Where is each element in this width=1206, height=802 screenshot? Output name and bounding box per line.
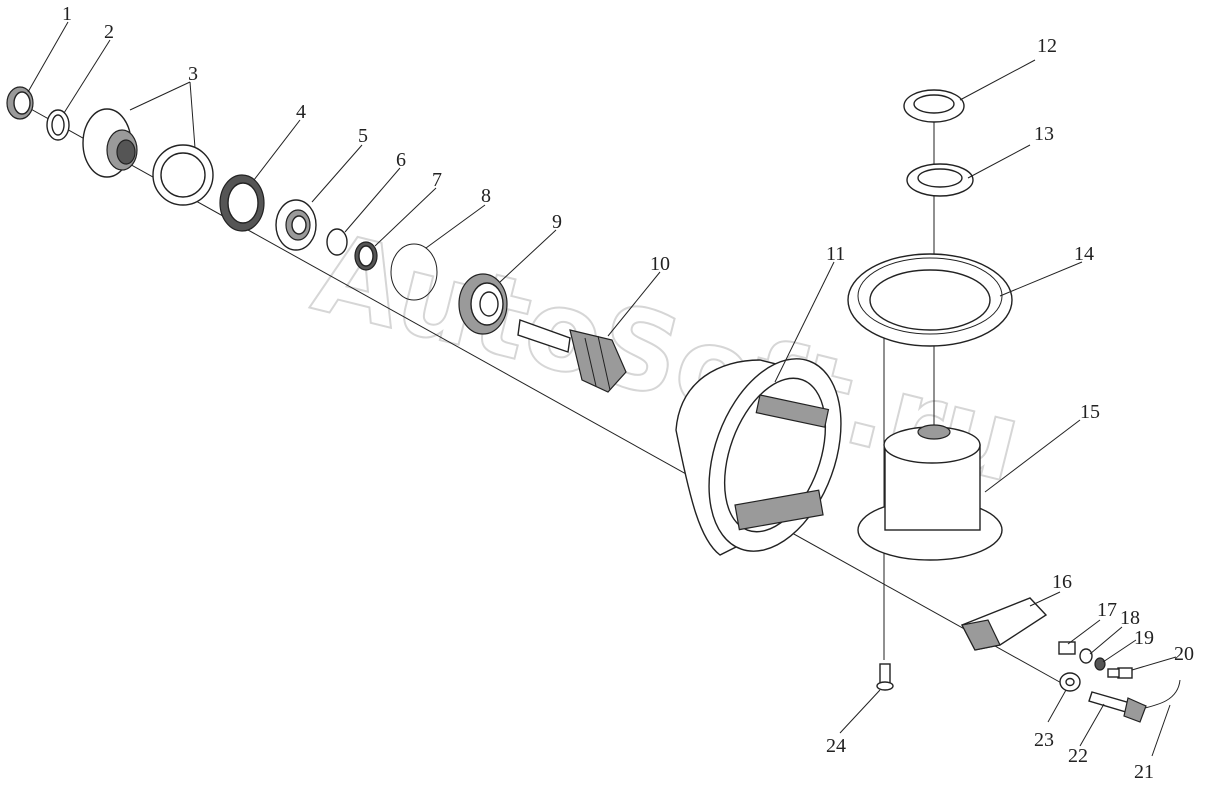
- part-24-screw: [876, 663, 894, 691]
- callout-23: 23: [1034, 729, 1054, 751]
- part-11-housing: [675, 358, 842, 556]
- callout-13: 13: [1034, 123, 1054, 145]
- callout-12: 12: [1037, 35, 1057, 57]
- part-3-flange: [82, 108, 214, 206]
- callout-9: 9: [552, 211, 562, 233]
- callout-3: 3: [188, 63, 198, 85]
- callout-24: 24: [826, 735, 846, 757]
- part-18-washer: [1079, 648, 1093, 664]
- part-19-washer: [1094, 657, 1106, 671]
- callout-2: 2: [104, 21, 114, 43]
- callout-8: 8: [481, 185, 491, 207]
- part-13-bearing-ring: [906, 163, 974, 197]
- callout-17: 17: [1097, 599, 1117, 621]
- callout-numbers: 1 2 3 4 5 6 7 8 9 10 11 12 13 14 15 16 1…: [62, 3, 1194, 783]
- part-10-pinion: [517, 319, 627, 393]
- callout-10: 10: [650, 253, 670, 275]
- part-5-bearing: [275, 199, 317, 251]
- leader-lines: [27, 21, 1177, 757]
- part-14-ring-gear: [847, 253, 1013, 347]
- callout-4: 4: [296, 101, 306, 123]
- callout-22: 22: [1068, 745, 1088, 767]
- callout-1: 1: [62, 3, 72, 25]
- callout-19: 19: [1134, 627, 1154, 649]
- part-22-bolt: [1088, 691, 1147, 723]
- part-17-lock-plate: [1058, 641, 1076, 655]
- callout-7: 7: [432, 169, 442, 191]
- part-15-differential: [857, 424, 1003, 561]
- callout-6: 6: [396, 149, 406, 171]
- callout-20: 20: [1174, 643, 1194, 665]
- part-4-seal: [219, 174, 265, 232]
- part-2-washer: [46, 109, 70, 141]
- callout-11: 11: [826, 243, 845, 265]
- part-8-o-ring: [390, 243, 438, 301]
- callout-15: 15: [1080, 401, 1100, 423]
- part-7-spacer: [354, 241, 378, 271]
- callout-5: 5: [358, 125, 368, 147]
- part-12-bearing: [903, 89, 965, 123]
- part-1-nut: [6, 86, 34, 120]
- part-16-bearing-cap: [961, 597, 1048, 651]
- part-23-washer: [1059, 672, 1081, 692]
- part-20-bolt: [1107, 667, 1133, 679]
- callout-14: 14: [1074, 243, 1094, 265]
- part-6-ring: [326, 228, 348, 256]
- callout-18: 18: [1120, 607, 1140, 629]
- callout-16: 16: [1052, 571, 1072, 593]
- part-9-bearing: [458, 273, 508, 335]
- callout-21: 21: [1134, 761, 1154, 783]
